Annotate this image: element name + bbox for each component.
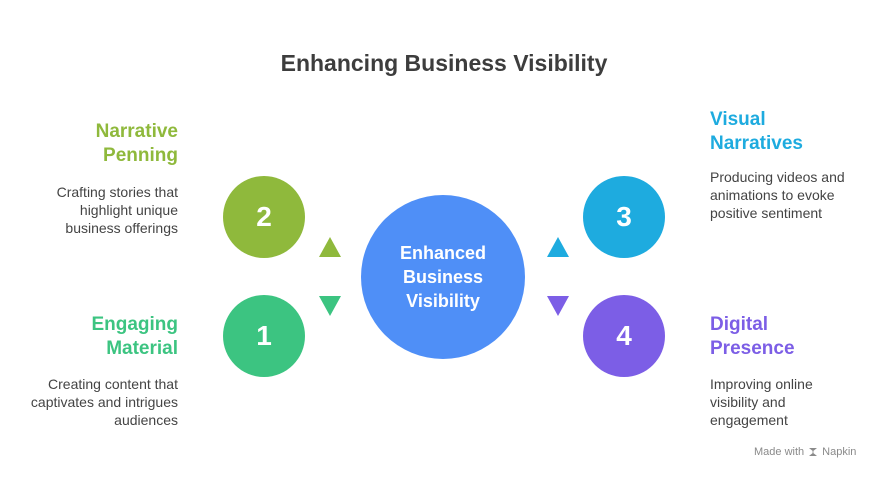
description-digital-presence: Improving online visibility and engageme… <box>710 376 813 428</box>
arrow-down-icon <box>547 296 569 316</box>
made-with-footer: Made with Napkin <box>754 446 856 458</box>
center-circle: Enhanced Business Visibility <box>361 195 525 359</box>
number-label-2: 2 <box>256 201 272 232</box>
brand-label: Napkin <box>822 446 857 458</box>
heading-visual-narratives: Visual Narratives <box>710 109 803 154</box>
number-circle-1: 1 <box>223 295 305 377</box>
heading-digital-presence: Digital Presence <box>710 314 795 359</box>
center-label: Enhanced Business Visibility <box>399 243 487 311</box>
number-label-3: 3 <box>616 201 632 232</box>
arrow-up-icon <box>547 237 569 257</box>
description-engaging-material: Creating content that captivates and int… <box>30 376 178 428</box>
heading-narrative-penning: Narrative Penning <box>95 121 178 166</box>
description-narrative-penning: Crafting stories that highlight unique b… <box>56 184 178 236</box>
diagram-title: Enhancing Business Visibility <box>280 50 608 76</box>
number-label-1: 1 <box>256 320 272 351</box>
arrow-up-icon <box>319 237 341 257</box>
heading-engaging-material: Engaging Material <box>91 314 178 359</box>
number-label-4: 4 <box>616 320 632 351</box>
number-circle-2: 2 <box>223 176 305 258</box>
description-visual-narratives: Producing videos and animations to evoke… <box>710 169 845 221</box>
number-circle-3: 3 <box>583 176 665 258</box>
made-with-label: Made with <box>754 446 805 458</box>
napkin-logo-icon <box>809 448 818 456</box>
number-circle-4: 4 <box>583 295 665 377</box>
arrow-down-icon <box>319 296 341 316</box>
